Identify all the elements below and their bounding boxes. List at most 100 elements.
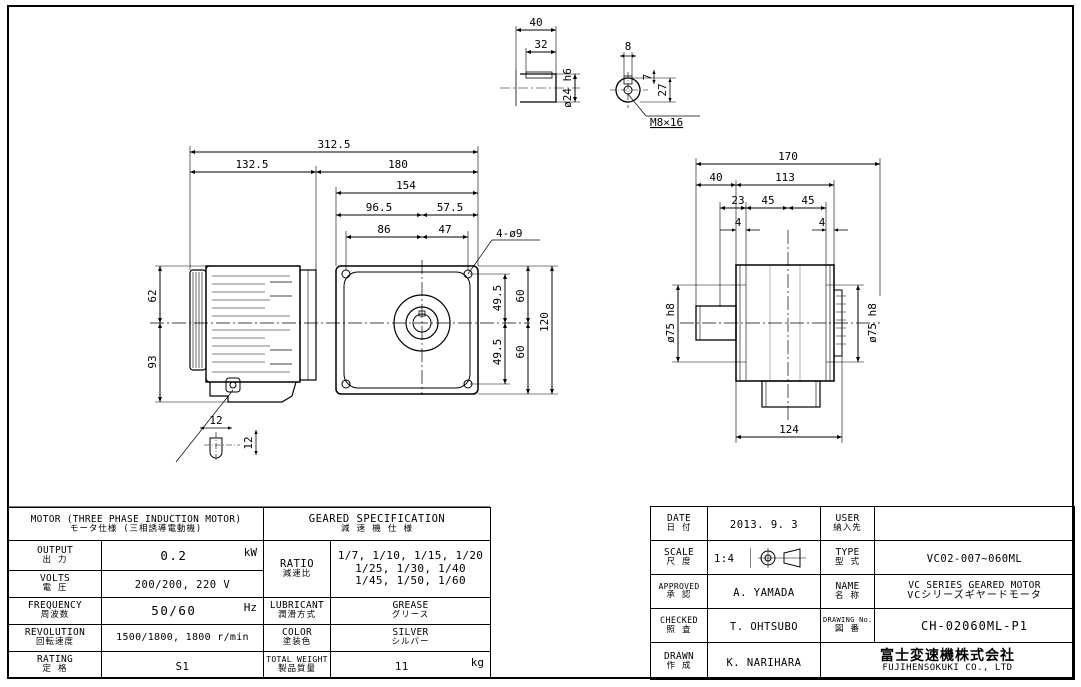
dim-120: 120	[538, 312, 551, 332]
dim-side-75a: ø75 h8	[664, 303, 677, 343]
user-label: USER	[835, 513, 860, 525]
maker-name-en: FUJIHENSOKUKI CO., LTD	[882, 662, 1013, 673]
geared-header-en: GEARED SPECIFICATION	[308, 513, 446, 526]
dim-49-5b: 49.5	[491, 339, 504, 366]
freq-unit: Hz	[243, 601, 257, 615]
color-label-jp: 塗装色	[282, 637, 312, 648]
dimension-labels: 312.5 132.5 180 154 96.5 57.5 86 47 4-ø9…	[146, 16, 879, 450]
motor-header-jp: モータ仕様 (三相誘導電動機)	[69, 523, 203, 534]
dim-shaft-32: 32	[534, 38, 547, 51]
weight-unit: kg	[470, 655, 484, 669]
ratio-line-3: 1/45, 1/50, 1/60	[355, 574, 466, 588]
lubricant-label: LUBRICANT	[269, 600, 325, 612]
type-label: TYPE	[835, 547, 860, 559]
freq-value: 50/60	[151, 603, 197, 619]
motor-header-en: MOTOR (THREE PHASE INDUCTION MOTOR)	[30, 513, 242, 525]
output-unit: kW	[243, 546, 257, 560]
dim-key-27: 27	[656, 83, 669, 96]
name-value: VC SERIES GEARED MOTOR	[908, 580, 1041, 592]
weight-label: TOTAL WEIGHT	[266, 655, 328, 665]
dim-154: 154	[396, 179, 416, 192]
ratio-label-jp: 減速比	[282, 569, 312, 580]
approved-value: A. YAMADA	[733, 587, 795, 600]
dim-60b: 60	[514, 345, 527, 358]
dim-47: 47	[438, 223, 451, 236]
dim-shaft-40: 40	[529, 16, 542, 29]
dim-side-170: 170	[778, 150, 798, 163]
dim-side-23: 23	[731, 194, 744, 207]
dim-side-4a: 4	[735, 216, 742, 229]
dim-key-7: 7	[641, 74, 654, 81]
approved-label: APPROVED	[658, 581, 700, 591]
volts-label: VOLTS	[39, 573, 71, 585]
dim-12b: 12	[242, 436, 255, 449]
dim-side-4b: 4	[819, 216, 826, 229]
dim-thread: M8×16	[650, 116, 683, 129]
drawn-value: K. NARIHARA	[726, 656, 802, 669]
geared-header: GEARED SPECIFICATION 減 速 機 仕 様	[263, 506, 491, 542]
weight-value: 11	[395, 660, 409, 673]
dim-312-5: 312.5	[317, 138, 350, 151]
color-value-jp: シルバー	[391, 637, 430, 648]
motor-header: MOTOR (THREE PHASE INDUCTION MOTOR) モータ仕…	[8, 506, 264, 542]
scale-cell: 1:4	[707, 540, 821, 575]
rating-label-jp: 定 格	[42, 664, 68, 675]
color-value: SILVER	[392, 627, 429, 639]
volts-value: 200/200, 220 V	[134, 579, 231, 592]
weight-label-jp: 製品質量	[277, 663, 316, 674]
dim-side-45b: 45	[801, 194, 814, 207]
ratio-label: RATIO	[279, 558, 315, 571]
geared-header-jp: 減 速 機 仕 様	[341, 524, 413, 535]
revolution-label-jp: 回転速度	[35, 637, 74, 648]
front-view	[150, 146, 558, 463]
motor-spec-table: MOTOR (THREE PHASE INDUCTION MOTOR) モータ仕…	[8, 506, 491, 680]
scale-value: 1:4	[714, 553, 735, 565]
dim-132-5: 132.5	[235, 158, 268, 171]
drawing-border	[7, 5, 1074, 679]
ratio-line-2: 1/25, 1/30, 1/40	[355, 561, 466, 575]
output-value: 0.2	[160, 548, 188, 564]
volts-label-jp: 電 圧	[42, 583, 68, 594]
dim-180: 180	[388, 158, 408, 171]
freq-label: FREQUENCY	[27, 600, 83, 612]
lubricant-value-jp: グリース	[391, 610, 430, 621]
dim-62: 62	[146, 289, 159, 302]
dim-shaft-dia: ø24 h6	[561, 68, 574, 108]
drawing-no-value: CH-02060ML-P1	[921, 619, 1028, 634]
date-label-jp: 日 付	[666, 523, 692, 534]
dim-side-75b: ø75 h8	[866, 303, 879, 343]
checked-label: CHECKED	[660, 615, 698, 626]
checked-value: T. OHTSUBO	[729, 621, 799, 634]
lubricant-value: GREASE	[392, 600, 429, 612]
revolution-label: REVOLUTION	[24, 627, 86, 639]
user-label-jp: 納入先	[833, 523, 862, 534]
date-value: 2013. 9. 3	[729, 519, 799, 532]
drawing-no-label: DRAWING No.	[823, 616, 873, 625]
dim-60a: 60	[514, 289, 527, 302]
ratio-line-1: 1/7, 1/10, 1/15, 1/20	[337, 549, 484, 563]
dim-side-40: 40	[709, 171, 722, 184]
maker-name-jp: 富士変速機株式会社	[880, 647, 1015, 664]
drawing-no-label-jp: 図 番	[834, 623, 861, 634]
lubricant-label-jp: 潤滑方式	[277, 610, 316, 621]
color-label: COLOR	[281, 627, 313, 639]
checked-label-jp: 照 査	[666, 624, 692, 635]
type-label-jp: 型 式	[834, 557, 861, 568]
drawn-label-jp: 作 成	[666, 660, 692, 671]
dim-holes: 4-ø9	[496, 227, 523, 240]
shaft-detail	[500, 26, 700, 117]
rating-value: S1	[175, 660, 190, 673]
freq-label-jp: 周波数	[40, 610, 70, 621]
output-label: OUTPUT	[36, 545, 74, 556]
scale-label: SCALE	[663, 547, 695, 559]
dim-key-8: 8	[625, 40, 632, 53]
rating-label: RATING	[36, 654, 74, 666]
dim-93: 93	[146, 355, 159, 368]
name-value-jp: VCシリーズギヤードモータ	[907, 590, 1042, 602]
dim-49-5a: 49.5	[491, 285, 504, 312]
date-label: DATE	[666, 513, 692, 525]
dim-side-124: 124	[779, 423, 799, 436]
dim-86: 86	[377, 223, 390, 236]
